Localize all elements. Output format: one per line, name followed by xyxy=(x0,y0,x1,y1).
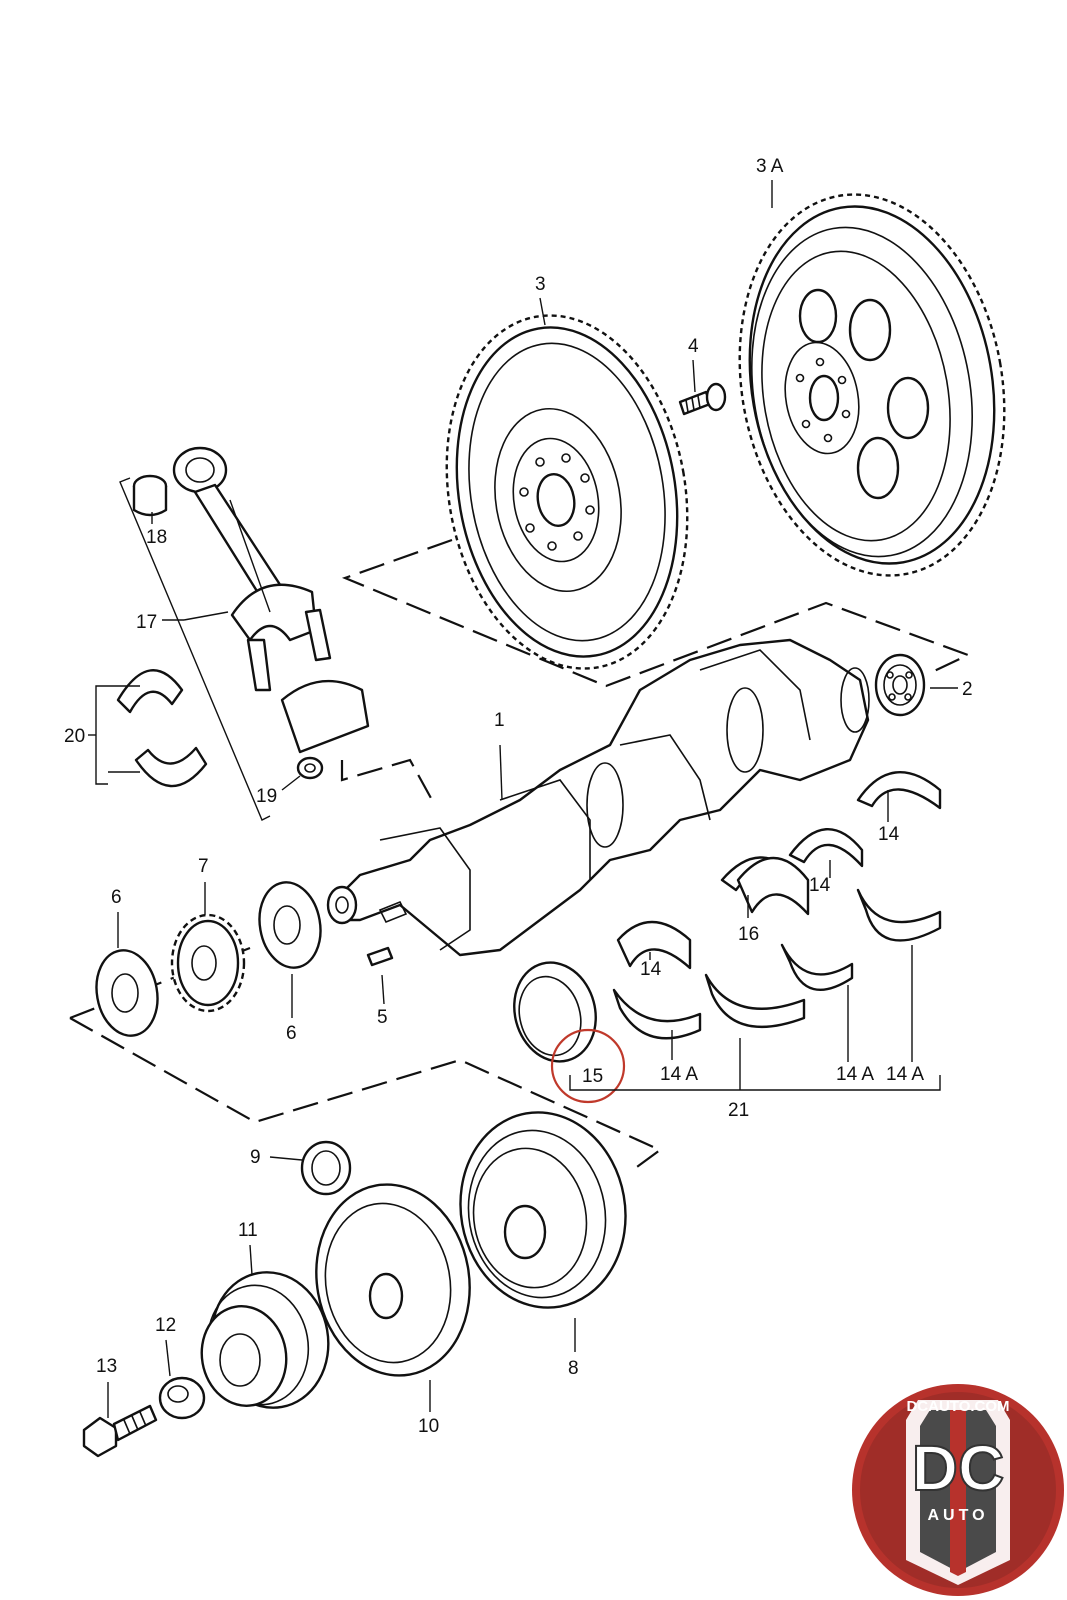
logo-word: AUTO xyxy=(927,1507,988,1524)
callout-13: 13 xyxy=(96,1356,117,1377)
pilot-bearing-2 xyxy=(874,653,926,717)
callout-14-b: 14 xyxy=(809,875,831,896)
crankshaft-1 xyxy=(326,638,870,957)
bearing-shells xyxy=(612,771,942,1040)
callout-19: 19 xyxy=(256,786,277,807)
logo-mark: DC xyxy=(912,1432,1004,1504)
woodruff-key-5 xyxy=(366,946,394,967)
callout-10: 10 xyxy=(418,1416,439,1437)
rod-bearing-shells-20 xyxy=(116,669,208,788)
spacer-6-left xyxy=(95,949,159,1037)
callout-14a-a: 14 A xyxy=(660,1064,698,1085)
callout-20: 20 xyxy=(64,726,85,747)
callout-1: 1 xyxy=(494,710,505,731)
callout-17: 17 xyxy=(136,612,157,633)
callout-14a-b: 14 A xyxy=(836,1064,874,1085)
leader-lines xyxy=(88,180,958,1418)
bolt-13 xyxy=(82,1404,158,1458)
sprocket-7 xyxy=(170,913,246,1013)
highlight-ring-15 xyxy=(550,1028,626,1104)
callout-9: 9 xyxy=(250,1147,261,1168)
pulley-11 xyxy=(200,1271,330,1409)
flywheel-bolt-4 xyxy=(678,382,727,416)
callout-21: 21 xyxy=(728,1100,749,1121)
callout-3a: 3 A xyxy=(756,156,784,177)
rod-nut-19 xyxy=(296,756,324,780)
seal-ring-15 xyxy=(513,961,626,1104)
pulley-10 xyxy=(315,1183,471,1377)
callout-6-left: 6 xyxy=(111,887,122,908)
bushing-18 xyxy=(132,474,168,517)
flywheel-3 xyxy=(445,314,689,670)
callout-11: 11 xyxy=(238,1220,258,1241)
callout-18: 18 xyxy=(146,527,167,548)
callout-3: 3 xyxy=(535,274,546,295)
pulley-8 xyxy=(459,1111,627,1309)
connecting-rod-17 xyxy=(172,446,370,754)
washer-12 xyxy=(158,1376,206,1420)
callout-15: 15 xyxy=(582,1066,603,1087)
callout-4: 4 xyxy=(688,336,699,357)
callout-5: 5 xyxy=(377,1007,388,1028)
seal-ring-9 xyxy=(300,1140,352,1196)
callout-14a-c: 14 A xyxy=(886,1064,924,1085)
callout-12: 12 xyxy=(155,1315,176,1336)
callout-8: 8 xyxy=(568,1358,579,1379)
callout-14-c: 14 xyxy=(640,959,662,980)
callout-16: 16 xyxy=(738,924,759,945)
spacer-6-right xyxy=(258,881,322,969)
callout-7: 7 xyxy=(198,856,209,877)
callout-labels: 1 2 3 3 A 4 5 6 6 7 8 9 10 11 12 13 14 1… xyxy=(64,156,973,1437)
callout-2: 2 xyxy=(962,679,973,700)
callout-6-right: 6 xyxy=(286,1023,297,1044)
logo-url-text: DCAUTO.COM xyxy=(906,1398,1009,1415)
callout-14-a: 14 xyxy=(878,824,900,845)
dcauto-logo: DCAUTO.COM DC AUTO xyxy=(852,1384,1064,1596)
flywheel-3a xyxy=(738,193,1006,577)
